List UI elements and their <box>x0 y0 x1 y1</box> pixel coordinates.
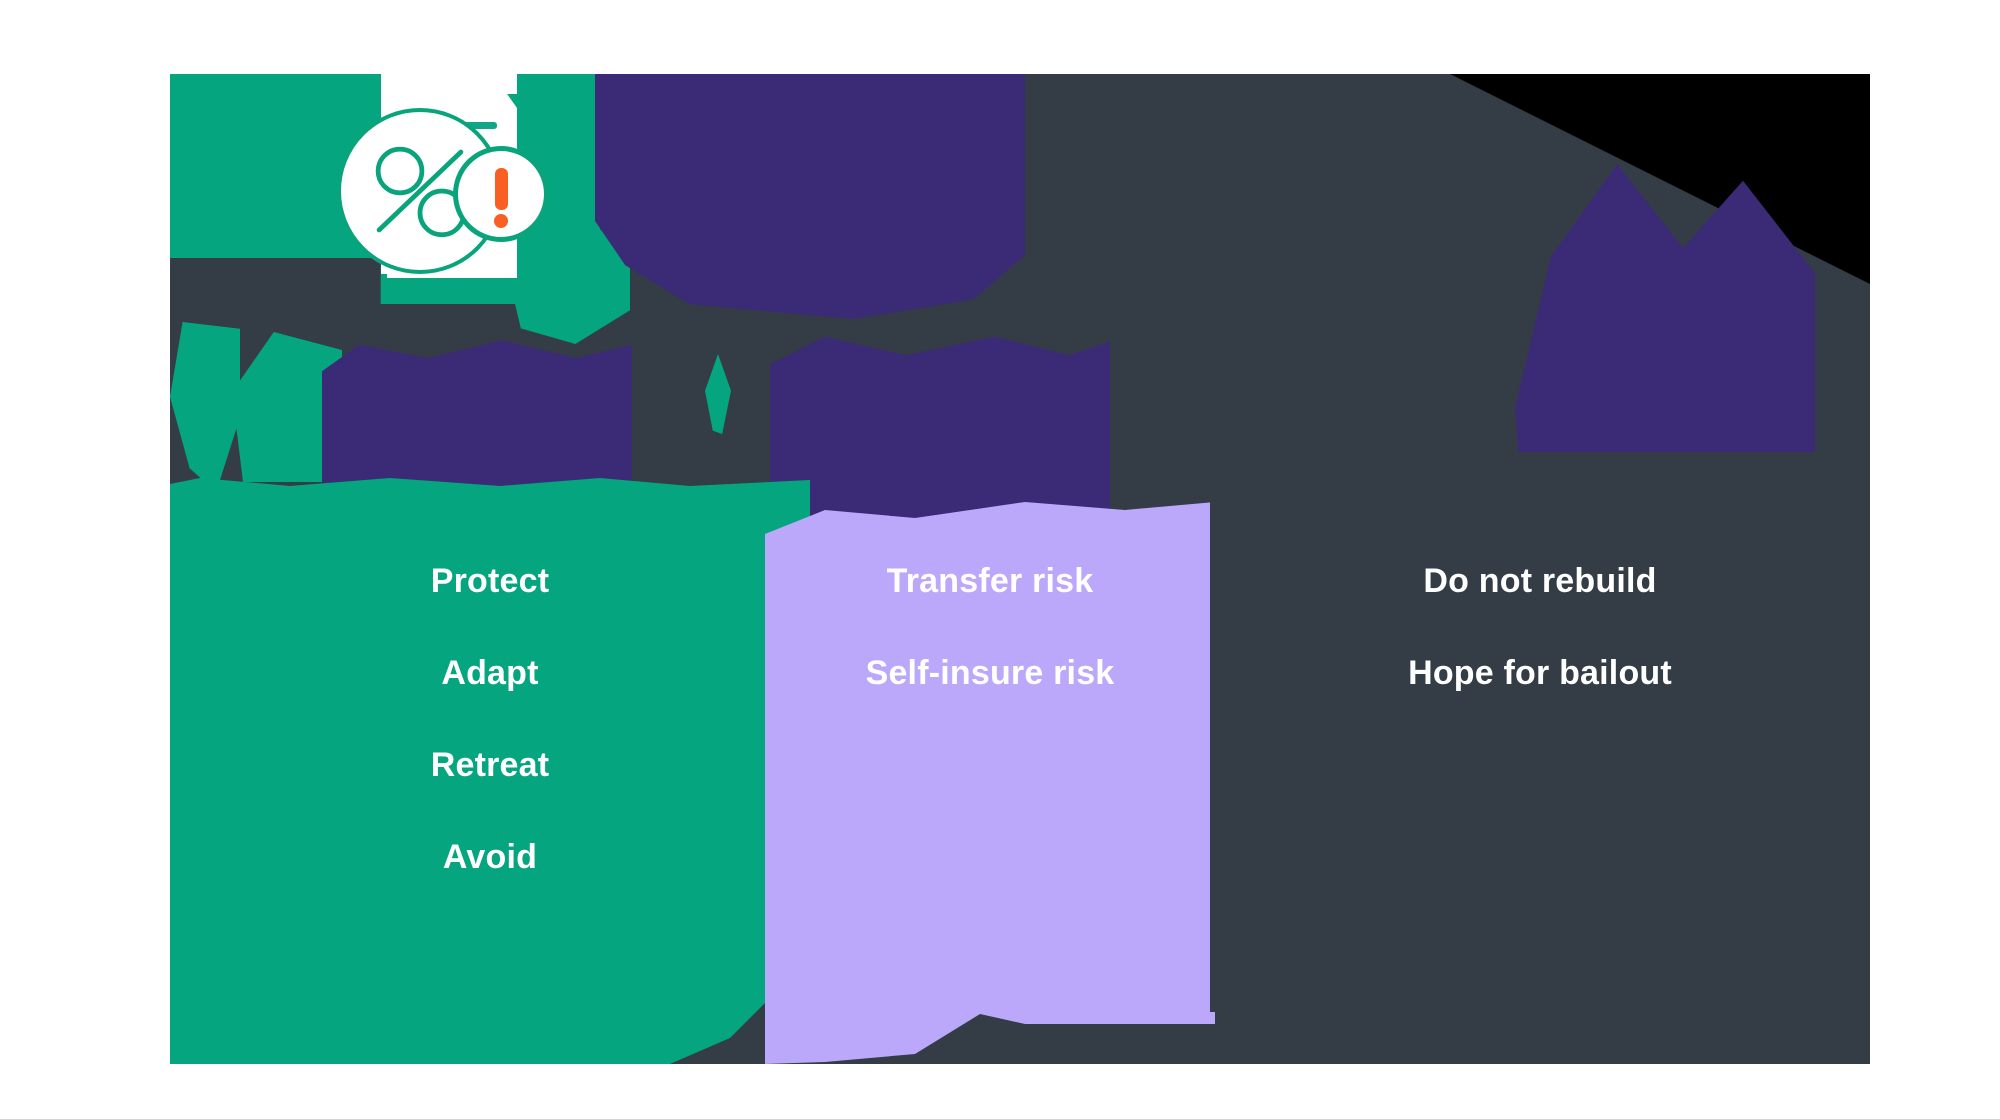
column-do-nothing-item-1[interactable]: Do not rebuild <box>1423 562 1657 600</box>
masked-text-block-purple-headline <box>595 74 1025 319</box>
exclamation-dot <box>494 214 508 228</box>
column-protect-item-2[interactable]: Adapt <box>441 654 539 692</box>
percent-document-icon <box>337 60 595 320</box>
exclamation-badge-icon <box>453 146 549 242</box>
column-transfer[interactable]: Transfer risk Self-insure risk <box>765 502 1215 1064</box>
column-protect-item-4[interactable]: Avoid <box>442 838 538 876</box>
column-protect-item-3[interactable]: Retreat <box>430 746 550 784</box>
column-protect-item-1[interactable]: Protect <box>430 562 550 600</box>
column-transfer-item-2[interactable]: Self-insure risk <box>865 654 1115 692</box>
document-fold-corner <box>483 60 517 94</box>
column-do-nothing-item-2[interactable]: Hope for bailout <box>1408 654 1672 692</box>
exclamation-bar <box>494 168 508 210</box>
column-transfer-item-1[interactable]: Transfer risk <box>886 562 1094 600</box>
column-do-nothing[interactable]: Do not rebuild Hope for bailout <box>1210 452 1870 1012</box>
infographic-banner: Protect Adapt Retreat Avoid Transfer ris… <box>170 60 1870 1064</box>
column-protect[interactable]: Protect Adapt Retreat Avoid <box>170 478 810 1064</box>
